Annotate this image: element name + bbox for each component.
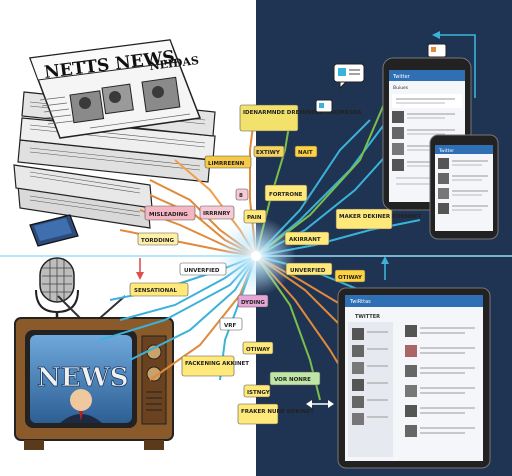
top-tablet-sub: Buiues [393,85,409,91]
tag-item: VRF [219,317,243,331]
tablet-icon: Twitter Buiues [382,57,472,211]
tag-item: 8 [235,188,249,201]
svg-text:UNVERFIED: UNVERFIED [290,268,326,274]
tag-item: MISLEADING [144,205,196,221]
svg-text:DYDING: DYDING [241,300,265,306]
svg-text:OTIWAY: OTIWAY [338,275,363,281]
svg-text:8: 8 [239,193,243,199]
svg-text:EXTIWY: EXTIWY [256,150,281,156]
svg-text:VRF: VRF [224,323,236,329]
tag-item: EXTIWY [253,145,285,158]
chat-bubble-icon [315,43,447,113]
svg-text:ISTNGY: ISTNGY [247,390,271,396]
svg-text:OTIWAY: OTIWAY [246,347,271,353]
svg-text:LIMRREENN: LIMRREENN [208,161,245,167]
svg-text:AKIRRANT: AKIRRANT [289,237,321,243]
tag-item: LIMRREENN [204,155,252,169]
tag-item: DYDING [237,294,269,308]
profile-avatar-icon [352,325,417,437]
tag-item: OTIWAY [334,269,366,283]
arrow-icon [136,31,476,408]
newspaper-masthead-right: NEIDAS [149,54,200,73]
tag-item: OTIWAY [242,341,274,355]
top-tablet-header: Twitter [392,74,411,80]
newspaper-stack-icon: NETTS NEWS NEIDAS [13,39,216,229]
svg-text:FACKENING AKKINET: FACKENING AKKINET [185,361,249,367]
tag-list: IDENARMNDE DREMINDER SDOMKSNS NAIT EXTIW… [129,104,422,425]
svg-text:SENSATIONAL: SENSATIONAL [134,288,177,294]
svg-text:VOR NONRE: VOR NONRE [274,377,311,383]
tag-item: SENSATIONAL [129,282,189,297]
svg-text:NAIT: NAIT [298,150,313,156]
svg-text:UNVERFIED: UNVERFIED [184,268,220,274]
tag-item: FACKENING AKKINET [181,355,249,377]
smartphone-icon [29,214,79,247]
svg-text:IRRRNRY: IRRRNRY [203,211,231,217]
tag-item: VOR NONRE [269,371,321,386]
tv-screen-text: NEWS [37,363,129,393]
tag-item: TORDDING [137,232,179,246]
tag-item: PAIN [243,209,267,224]
bottom-tablet-header: TWITTER [355,314,380,320]
tag-item: IRRRNRY [199,205,235,220]
tag-item: IDENARMNDE DREMINDER SDOMKSNS [239,104,361,132]
tablet-icon: TwiRttas TWITTER [337,287,491,469]
svg-text:TORDDING: TORDDING [141,238,174,244]
tag-item: MAKER DEKINER EORNNET [335,208,422,230]
phone-header: Twitter [438,148,454,154]
svg-text:FRAKER NUNE KOKINET: FRAKER NUNE KOKINET [241,409,314,415]
tv-screen [30,335,132,423]
tag-item: FRAKER NUNE KOKINET [237,403,314,425]
tag-item: ISTNGY [243,384,271,398]
svg-text:FORTRONE: FORTRONE [269,192,303,198]
feed-list [392,94,462,185]
tag-item: UNVERFIED [285,262,333,276]
tag-item: NAIT [294,145,318,158]
svg-text:IDENARMNDE DREMINDER SDOMKSNS: IDENARMNDE DREMINDER SDOMKSNS [243,110,361,116]
smartphone-icon: Twitter [429,134,499,240]
tag-item: UNVERFIED [179,262,227,276]
tag-item: FORTRONE [264,184,308,202]
tag-item: AKIRRANT [284,231,330,246]
svg-text:PAIN: PAIN [247,215,262,221]
retro-tv-icon: NEWS [14,295,174,450]
bottom-tablet-topbar: TwiRttas [349,299,371,305]
svg-text:MISLEADING: MISLEADING [149,212,188,218]
svg-text:MAKER DEKINER EORNNET: MAKER DEKINER EORNNET [339,214,422,220]
